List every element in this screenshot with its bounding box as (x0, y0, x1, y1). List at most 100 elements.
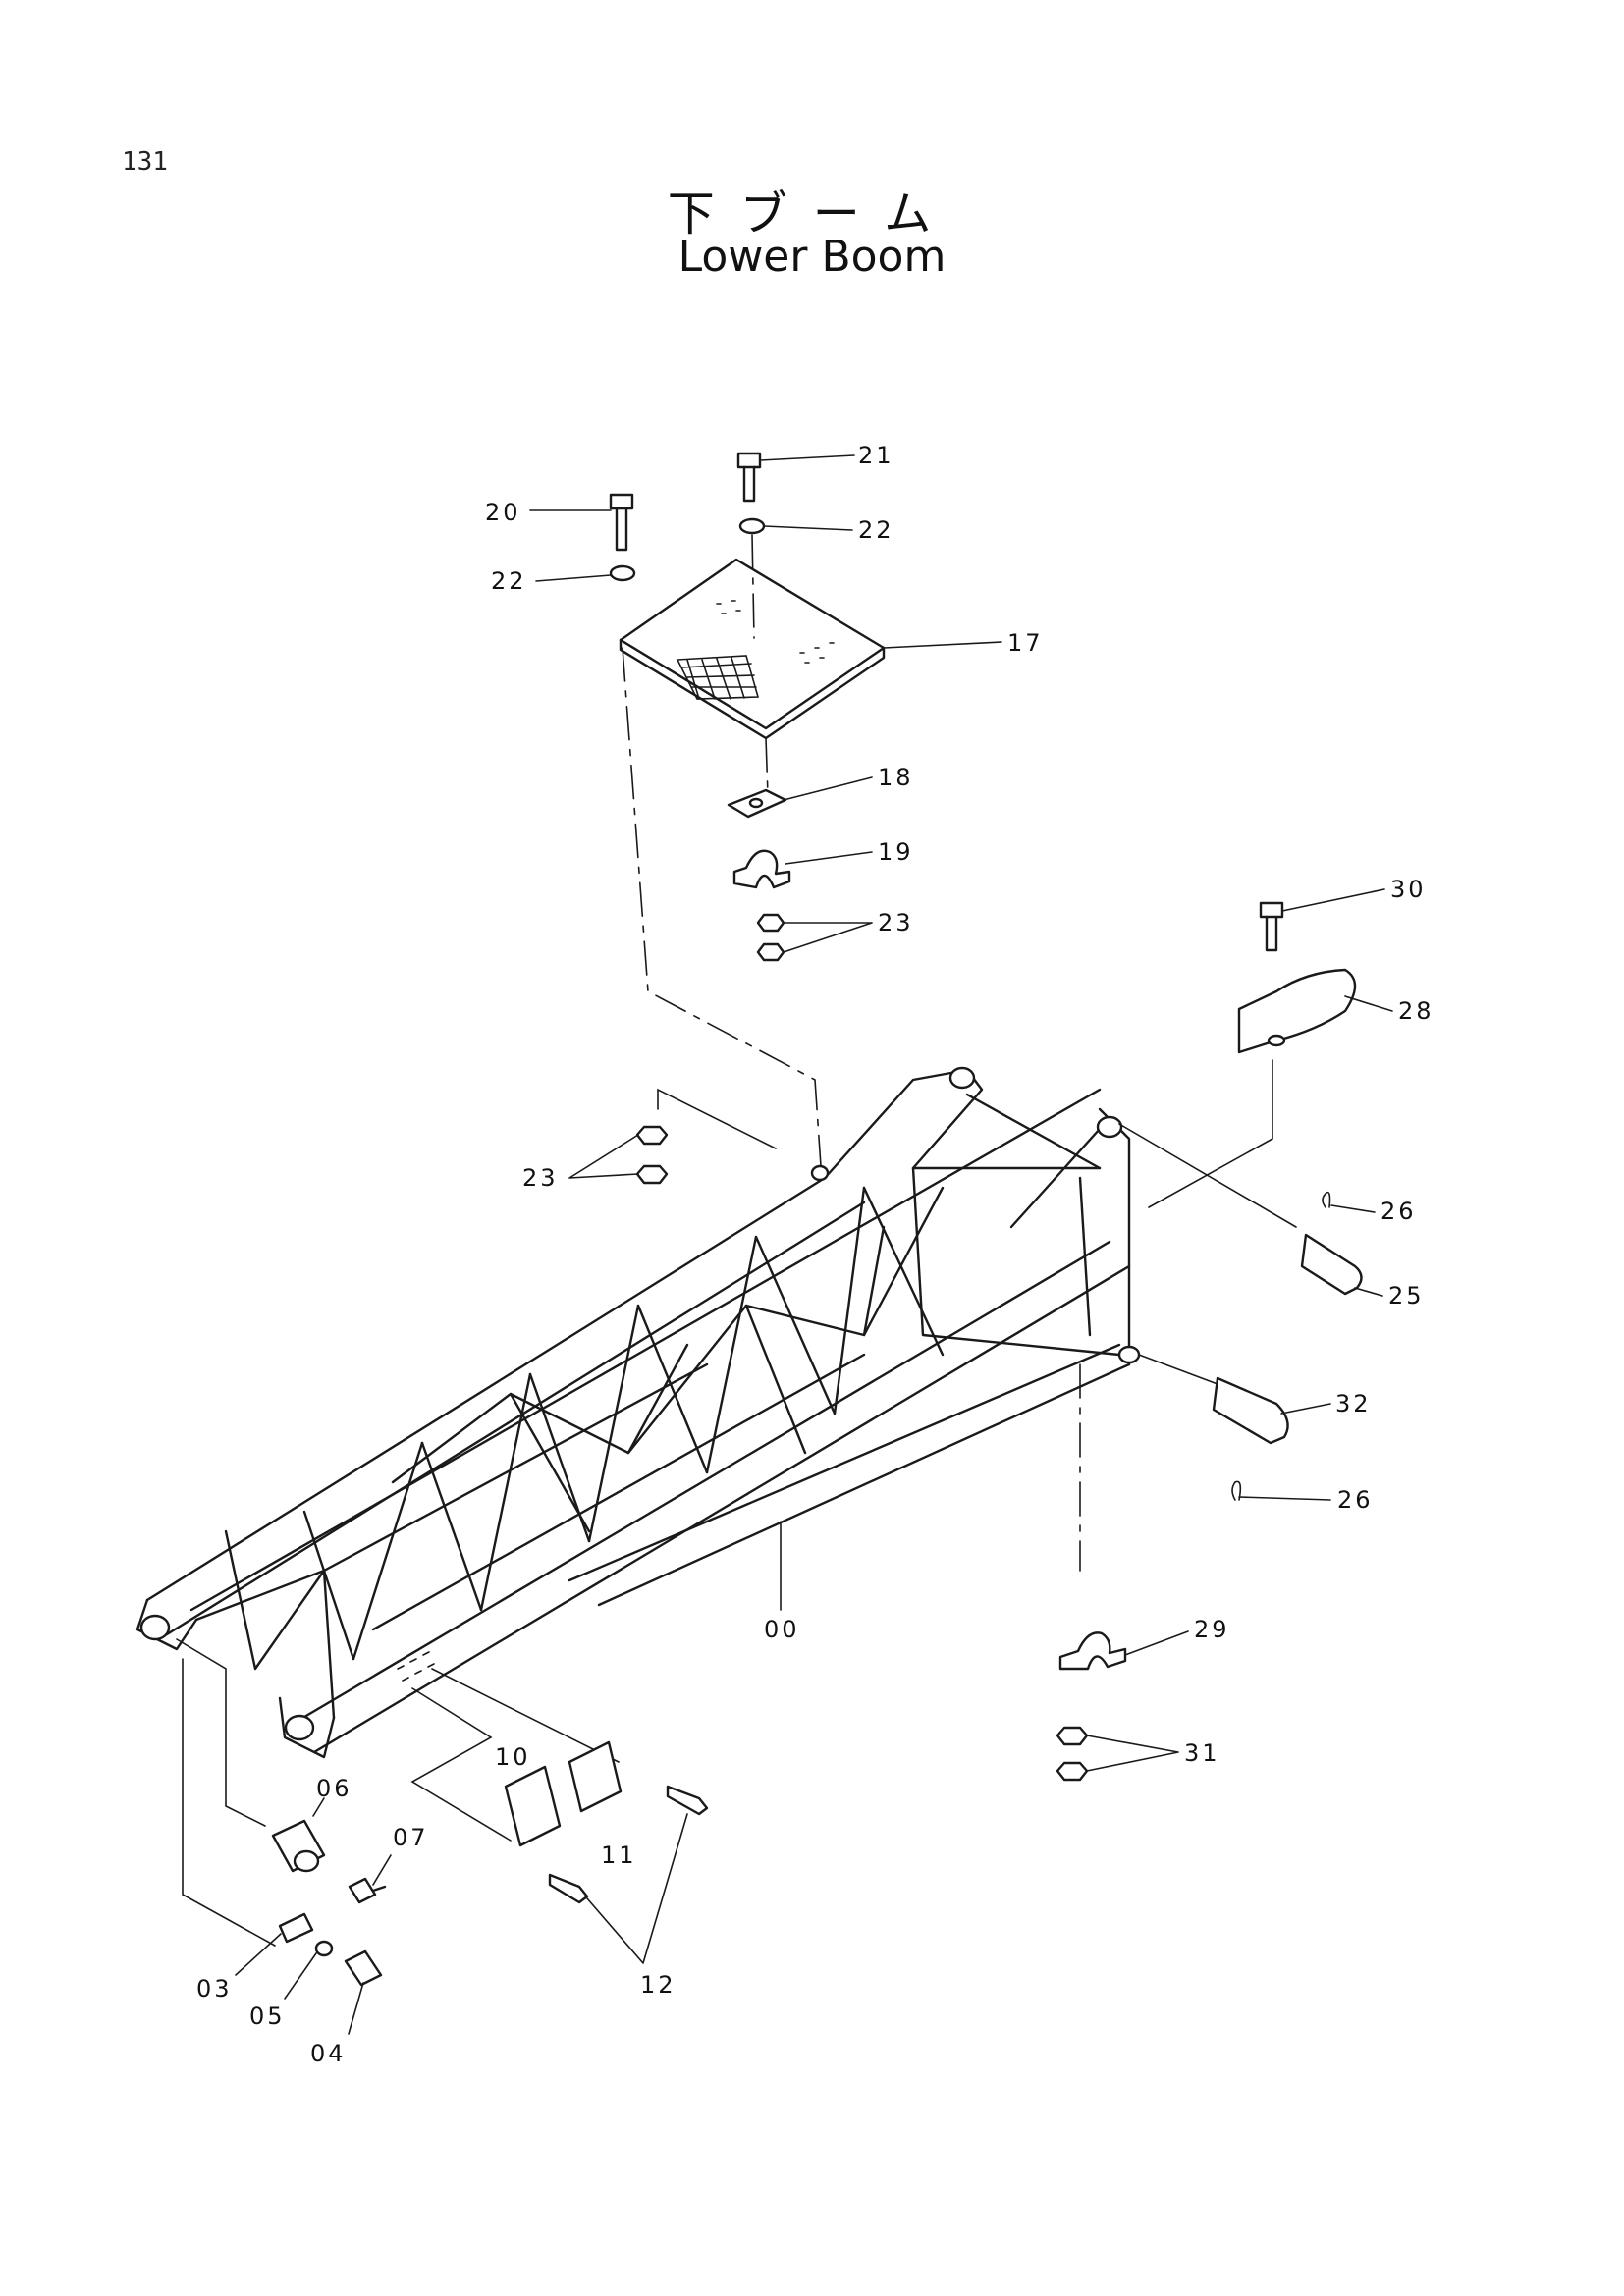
washer-05 (314, 1940, 334, 1957)
bolt-21-shank (742, 465, 756, 503)
foot-lug-right (278, 1696, 336, 1759)
clamp-28 (1237, 968, 1357, 1054)
walkway-plate-group (609, 452, 886, 1167)
chord-bottom-near (568, 1343, 1121, 1582)
lattice-side-diagonals (352, 1186, 866, 1661)
walkway-mount-boss (810, 1164, 830, 1182)
callout-17: 17 (1007, 629, 1044, 657)
plate-10 (504, 1765, 562, 1847)
callout-05: 05 (249, 2002, 286, 2030)
callout-23-left: 23 (522, 1164, 559, 1192)
nut-31-1 (1056, 1726, 1089, 1746)
pin-25-leader (1118, 1123, 1297, 1228)
chord-bottom-far (189, 1088, 1102, 1612)
walkway-plate-17 (619, 558, 886, 730)
callout-31: 31 (1184, 1739, 1220, 1767)
foot-brace (224, 1529, 326, 1671)
nut-23-leader (657, 1088, 777, 1149)
plate-10-leader (410, 1687, 512, 1842)
screw-12-a (548, 1873, 589, 1904)
callout-leaders (235, 454, 1393, 2035)
chord-top-left (145, 1176, 827, 1602)
foot-pin-hole-left (139, 1614, 171, 1641)
clamp-19 (732, 849, 791, 889)
pin-25 (1300, 1233, 1363, 1296)
chord-top-right-inner (312, 1264, 1131, 1754)
walkway-mesh-lines (681, 657, 757, 700)
grease-fitting-07 (348, 1877, 377, 1904)
callout-18: 18 (878, 764, 914, 791)
title-japanese: 下ブーム (667, 187, 957, 241)
chord-bottom-near-inner (597, 1362, 1131, 1607)
washer-22-left (609, 564, 636, 582)
foot-frame (194, 1569, 336, 1720)
callout-12: 12 (640, 1971, 677, 1999)
head-post-right (1098, 1107, 1131, 1366)
callout-11: 11 (601, 1842, 637, 1869)
head-pin-boss-2 (1096, 1115, 1123, 1139)
callout-19: 19 (878, 838, 914, 866)
walkway-holes (716, 600, 835, 664)
bracket-centerline (765, 737, 769, 796)
callout-06: 06 (316, 1775, 352, 1802)
nut-31-2 (1056, 1761, 1089, 1782)
callout-03: 03 (196, 1975, 233, 2002)
saddle-29 (1058, 1631, 1127, 1671)
lattice-top-diagonals-2 (509, 1225, 886, 1533)
plate-mount-holes (397, 1651, 435, 1682)
lower-boom-frame (135, 1066, 1141, 1759)
inspection-plates (410, 1668, 709, 1904)
bolt-21-head (736, 452, 762, 469)
nut-23-top-2 (756, 942, 785, 962)
callout-28: 28 (1398, 997, 1435, 1025)
callout-10: 10 (495, 1743, 531, 1771)
clamp-28-leader (1148, 1059, 1273, 1208)
pin-32-leader (1138, 1354, 1218, 1385)
cotter-26-bottom (1231, 1480, 1242, 1501)
callout-04: 04 (310, 2040, 347, 2067)
page-number: 131 (122, 147, 168, 177)
left-nuts-23 (635, 1088, 777, 1185)
lattice-mid-struts (322, 1353, 866, 1631)
head-pins (1118, 1123, 1363, 1501)
plate-11-leader (431, 1668, 620, 1763)
head-pin-boss-1 (948, 1066, 976, 1090)
right-brackets (1056, 901, 1357, 1782)
callout-23-top: 23 (878, 909, 914, 936)
nut-23-left-1 (635, 1125, 669, 1146)
callout-07: 07 (393, 1824, 429, 1851)
callout-30: 30 (1390, 876, 1427, 903)
head-brace-2 (1078, 1176, 1092, 1337)
foot-pin-06-leader (176, 1638, 266, 1827)
nut-23-top-1 (756, 913, 785, 933)
walkway-mesh (676, 655, 760, 700)
foot-pin-hole-right (284, 1714, 315, 1741)
pin-32 (1212, 1376, 1289, 1445)
bolt-21-centerline (751, 534, 755, 639)
chord-top-right (293, 1240, 1111, 1725)
head-pin-boss-3 (1117, 1345, 1141, 1364)
chord-top-left-inner (165, 1201, 866, 1636)
bolt-20-shank (615, 507, 628, 552)
lattice-side-verticals (302, 1186, 945, 1661)
plate-03-leader (182, 1658, 276, 1947)
callout-26-bottom: 26 (1337, 1486, 1374, 1514)
callout-25: 25 (1388, 1282, 1425, 1309)
head-crossbar (965, 1093, 1102, 1170)
foot-pin-parts (176, 1638, 387, 1987)
lattice-top-diagonals (391, 1186, 945, 1484)
bolt-30-shank (1265, 915, 1278, 952)
walkway-install-path (622, 647, 822, 1167)
plate-11 (568, 1740, 623, 1813)
callout-labels: 21 20 22 22 17 18 19 23 30 28 23 26 25 3… (196, 442, 1435, 2067)
head-frame (911, 1166, 1121, 1357)
callout-21: 21 (858, 442, 894, 469)
callout-22-left: 22 (491, 567, 527, 595)
screw-12-b (666, 1785, 709, 1816)
callout-20: 20 (485, 499, 521, 526)
callout-26-top: 26 (1380, 1198, 1417, 1225)
bolt-30-head (1259, 901, 1284, 919)
head-brace (1009, 1127, 1102, 1229)
